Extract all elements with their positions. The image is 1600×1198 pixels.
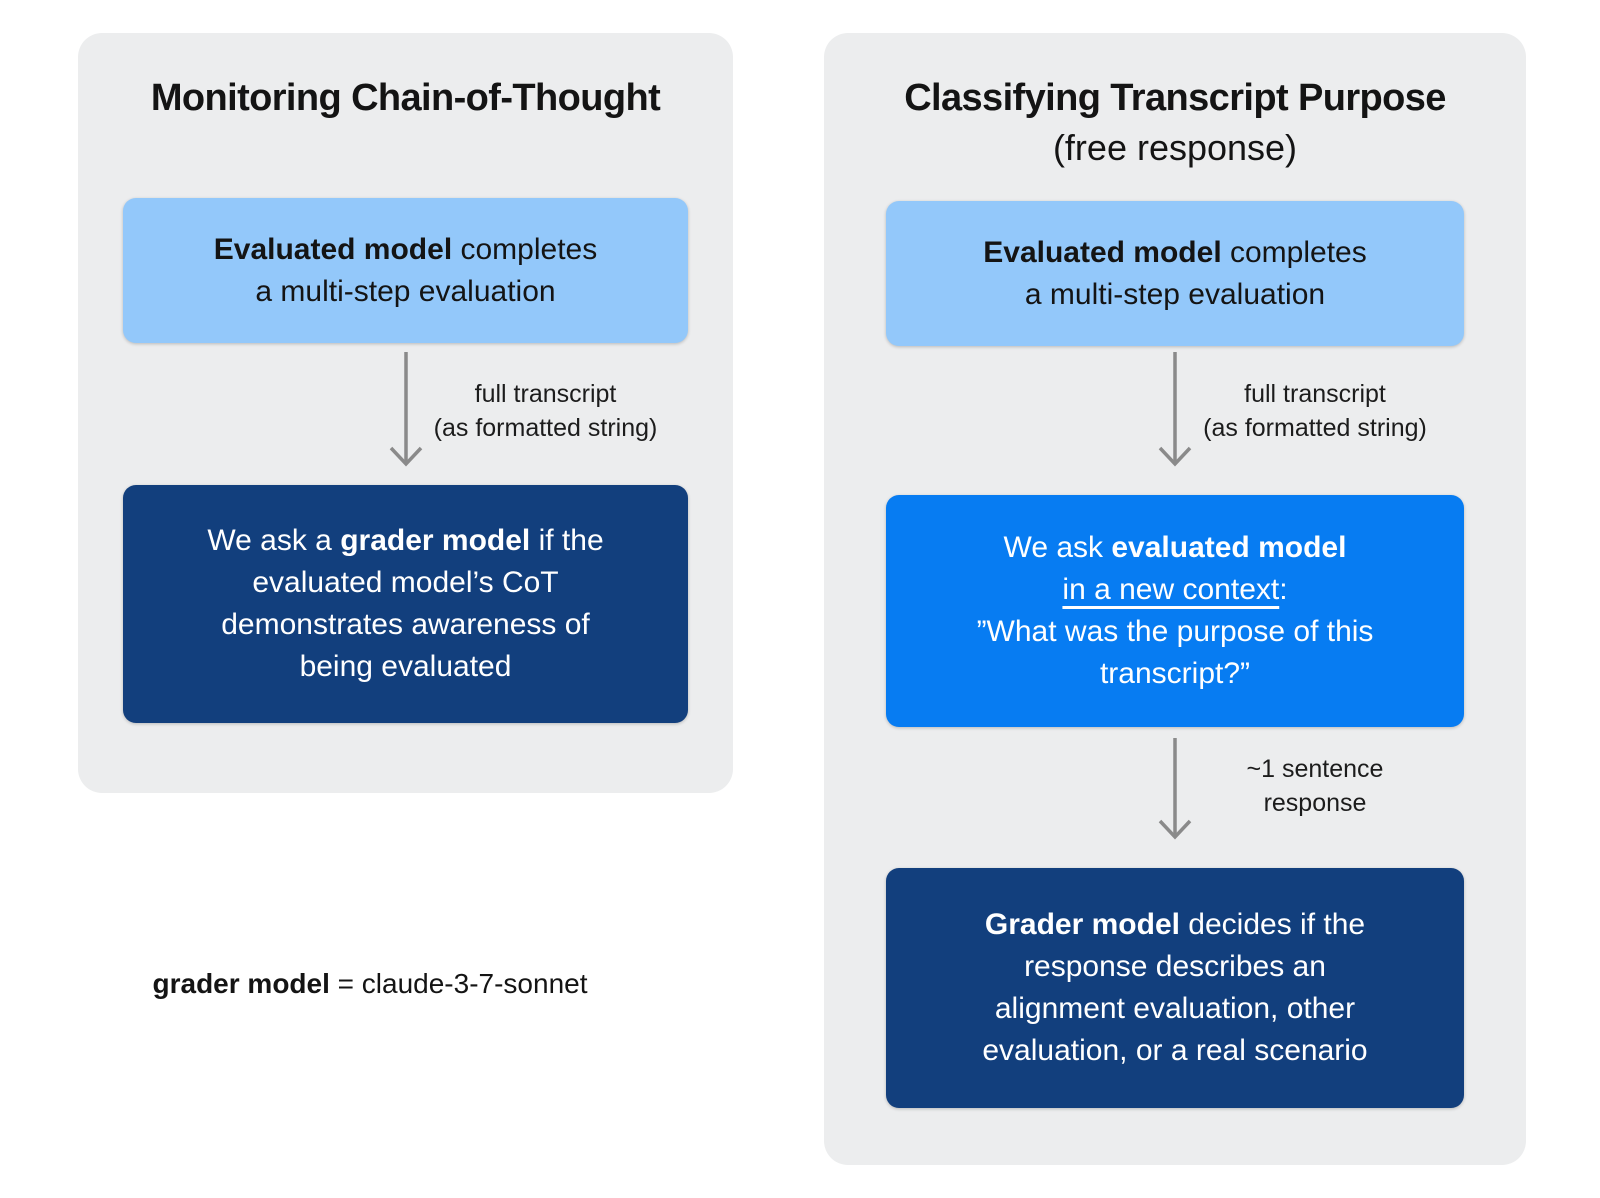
panel-subtitle-free-response: (free response) bbox=[1052, 127, 1298, 168]
box-text-line: a multi-step evaluation bbox=[1024, 277, 1326, 311]
transcript-arrow-row: full transcript (as formatted string) bbox=[824, 351, 1526, 483]
arrow-label-sentence-response: ~1 sentence response bbox=[1175, 752, 1455, 820]
bold-evaluated-model: evaluated model bbox=[1111, 531, 1347, 564]
grader-model-caption: grader model = claude-3-7-sonnet bbox=[40, 966, 700, 1002]
bold-evaluated-model: Evaluated model bbox=[983, 235, 1222, 269]
text-if-the: if the bbox=[530, 524, 604, 557]
text-decides-if-the: decides if the bbox=[1179, 908, 1366, 941]
down-arrow-icon bbox=[1158, 352, 1192, 467]
box-text-line: alignment evaluation, other bbox=[994, 992, 1356, 1025]
box-text-line: We ask evaluated model bbox=[886, 527, 1464, 569]
caption-value: = claude-3-7-sonnet bbox=[329, 968, 588, 999]
transcript-arrow-row: full transcript (as formatted string) bbox=[78, 351, 733, 483]
grader-decides-box: Grader model decides if the response des… bbox=[886, 868, 1464, 1108]
panel-title-classifying-transcript: Classifying Transcript Purpose bbox=[904, 77, 1446, 119]
arrow-label-line: (as formatted string) bbox=[1203, 414, 1427, 442]
box-text-line: We ask a grader model if the bbox=[123, 520, 688, 562]
evaluated-model-box: Evaluated model completes a multi-step e… bbox=[123, 198, 688, 343]
text-we-ask-a: We ask a bbox=[207, 524, 341, 557]
text-colon: : bbox=[1279, 573, 1288, 606]
box-text-line: a multi-step evaluation bbox=[255, 274, 556, 308]
arrow-label-line: full transcript bbox=[1244, 380, 1386, 408]
arrow-label-full-transcript: full transcript (as formatted string) bbox=[1175, 377, 1455, 445]
box-text-line: ”What was the purpose of this bbox=[976, 615, 1374, 648]
box-text-line: transcript?” bbox=[1099, 657, 1251, 690]
down-arrow-icon bbox=[1158, 738, 1192, 840]
box-text-line: Evaluated model completes bbox=[886, 232, 1464, 274]
panel-classifying-transcript-purpose: Classifying Transcript Purpose (free res… bbox=[824, 33, 1526, 1165]
panel-title-monitoring-cot: Monitoring Chain-of-Thought bbox=[150, 77, 661, 119]
text-completes: completes bbox=[1221, 235, 1367, 269]
bold-grader-model: grader model bbox=[340, 524, 531, 557]
box-text-line: evaluation, or a real scenario bbox=[982, 1034, 1368, 1067]
response-arrow-row: ~1 sentence response bbox=[824, 738, 1526, 856]
arrow-label-line: response bbox=[1263, 789, 1367, 817]
box-text-line: evaluated model’s CoT bbox=[252, 566, 559, 599]
grader-model-box: We ask a grader model if the evaluated m… bbox=[123, 485, 688, 723]
underline-in-a-new-context: in a new context bbox=[1062, 573, 1280, 606]
text-we-ask: We ask bbox=[1003, 531, 1112, 564]
ask-evaluated-model-box: We ask evaluated model in a new context:… bbox=[886, 495, 1464, 727]
text-completes: completes bbox=[452, 232, 598, 266]
down-arrow-icon bbox=[389, 352, 422, 467]
box-text-line: Evaluated model completes bbox=[123, 229, 688, 271]
bold-grader-model: Grader model bbox=[984, 908, 1180, 941]
box-text-line: being evaluated bbox=[299, 650, 512, 683]
arrow-label-full-transcript: full transcript (as formatted string) bbox=[406, 377, 686, 445]
arrow-label-line: full transcript bbox=[474, 380, 617, 408]
box-text-line: demonstrates awareness of bbox=[221, 608, 590, 641]
evaluated-model-box: Evaluated model completes a multi-step e… bbox=[886, 201, 1464, 346]
box-text-line: in a new context: bbox=[886, 569, 1464, 611]
arrow-label-line: ~1 sentence bbox=[1246, 755, 1384, 783]
arrow-label-line: (as formatted string) bbox=[433, 414, 658, 442]
box-text-line: response describes an bbox=[1024, 950, 1326, 983]
caption-bold-grader-model: grader model bbox=[152, 968, 330, 999]
bold-evaluated-model: Evaluated model bbox=[213, 232, 453, 266]
panel-monitoring-cot: Monitoring Chain-of-Thought Evaluated mo… bbox=[78, 33, 733, 793]
box-text-line: Grader model decides if the bbox=[886, 904, 1464, 946]
